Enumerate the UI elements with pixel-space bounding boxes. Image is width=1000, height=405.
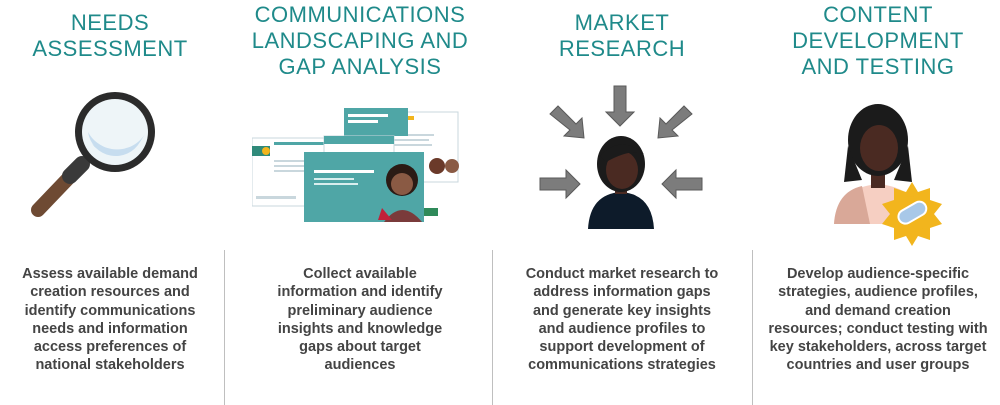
- step-description: Assess available demand creation resourc…: [22, 266, 198, 374]
- step-description: Conduct market research to address infor…: [525, 266, 719, 374]
- badge-icon: [882, 182, 942, 246]
- document-collage-icon: [252, 108, 459, 222]
- step-title: COMMUNICATIONS LANDSCAPING AND GAP ANALY…: [251, 2, 469, 79]
- step-description: Collect available information and identi…: [277, 266, 443, 374]
- column-divider: [752, 250, 753, 405]
- person-with-arrows-icon: [539, 85, 703, 229]
- magnifying-glass-icon: [31, 92, 155, 217]
- step-market-research: MARKET RESEARCH Conduct market research …: [496, 0, 748, 405]
- step-title: NEEDS ASSESSMENT: [32, 10, 188, 61]
- step-title: CONTENT DEVELOPMENT AND TESTING: [792, 2, 964, 79]
- step-description: Develop audience-specific strategies, au…: [768, 266, 988, 374]
- step-title: MARKET RESEARCH: [558, 10, 686, 61]
- column-divider: [492, 250, 493, 405]
- step-needs-assessment: NEEDS ASSESSMENT Assess available demand…: [0, 0, 220, 405]
- column-divider: [224, 250, 225, 405]
- person-with-badge-icon: [834, 104, 942, 246]
- step-communications-landscaping: COMMUNICATIONS LANDSCAPING AND GAP ANALY…: [230, 0, 490, 405]
- step-content-development: CONTENT DEVELOPMENT AND TESTING Develop …: [756, 0, 1000, 405]
